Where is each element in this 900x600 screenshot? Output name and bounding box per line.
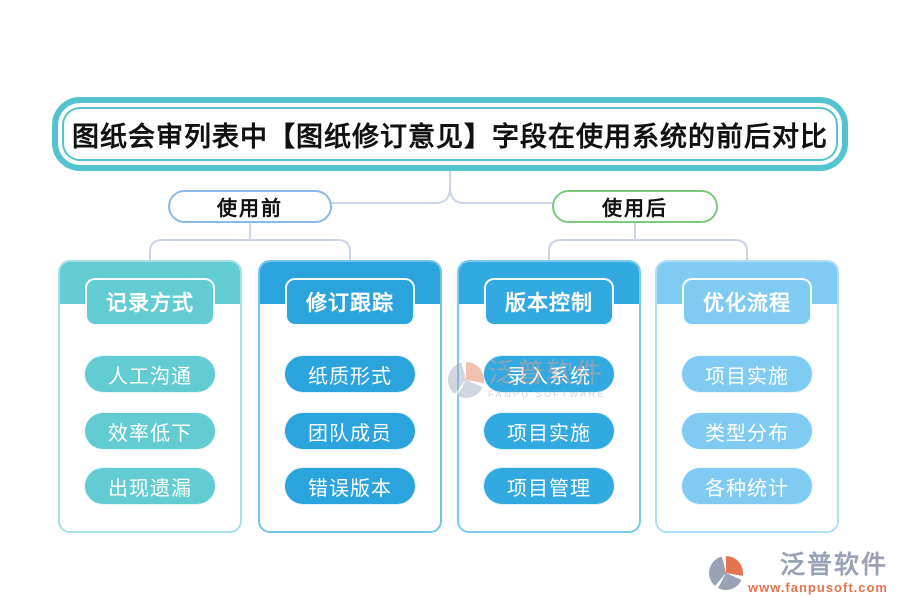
column-item: 项目实施 [483,412,615,450]
footer-website-link: www.fanpusoft.com [747,580,888,595]
footer-brand-name: 泛普软件 [779,552,888,579]
column-card-revision-track: 修订跟踪 纸质形式 团队成员 错误版本 [258,260,442,533]
page-title: 图纸会审列表中【图纸修订意见】字段在使用系统的前后对比 [62,107,838,161]
connector-before-branch [149,239,351,261]
column-item: 纸质形式 [284,355,416,393]
column-card-record-method: 记录方式 人工沟通 效率低下 出现遗漏 [58,260,242,533]
column-item: 效率低下 [84,412,216,450]
column-item: 项目实施 [681,355,813,393]
column-item: 录入系统 [483,355,615,393]
footer-brand-text: 泛普软件 www.fanpusoft.com [748,553,888,594]
connector-title-to-after [449,186,553,204]
branch-before-label: 使用前 [217,198,283,220]
connector-title-to-before [331,170,451,204]
column-item: 团队成员 [284,412,416,450]
column-card-version-control: 版本控制 录入系统 项目实施 项目管理 [457,260,641,533]
column-item: 错误版本 [284,467,416,505]
column-header: 版本控制 [484,278,614,326]
branch-node-before: 使用前 [168,190,332,223]
branch-after-label: 使用后 [602,198,668,220]
fanpu-logo-icon [708,556,743,590]
branch-node-after: 使用后 [552,190,718,223]
column-item: 人工沟通 [84,355,216,393]
column-header: 优化流程 [682,278,812,326]
column-header: 修订跟踪 [285,278,415,326]
column-item: 出现遗漏 [84,467,216,505]
column-item: 各种统计 [681,467,813,505]
title-banner: 图纸会审列表中【图纸修订意见】字段在使用系统的前后对比 [52,97,848,171]
column-item: 项目管理 [483,467,615,505]
column-item: 类型分布 [681,412,813,450]
connector-after-branch [548,239,748,261]
column-header: 记录方式 [85,278,215,326]
column-card-optimize-flow: 优化流程 项目实施 类型分布 各种统计 [655,260,839,533]
footer-brand: 泛普软件 www.fanpusoft.com [708,553,888,594]
